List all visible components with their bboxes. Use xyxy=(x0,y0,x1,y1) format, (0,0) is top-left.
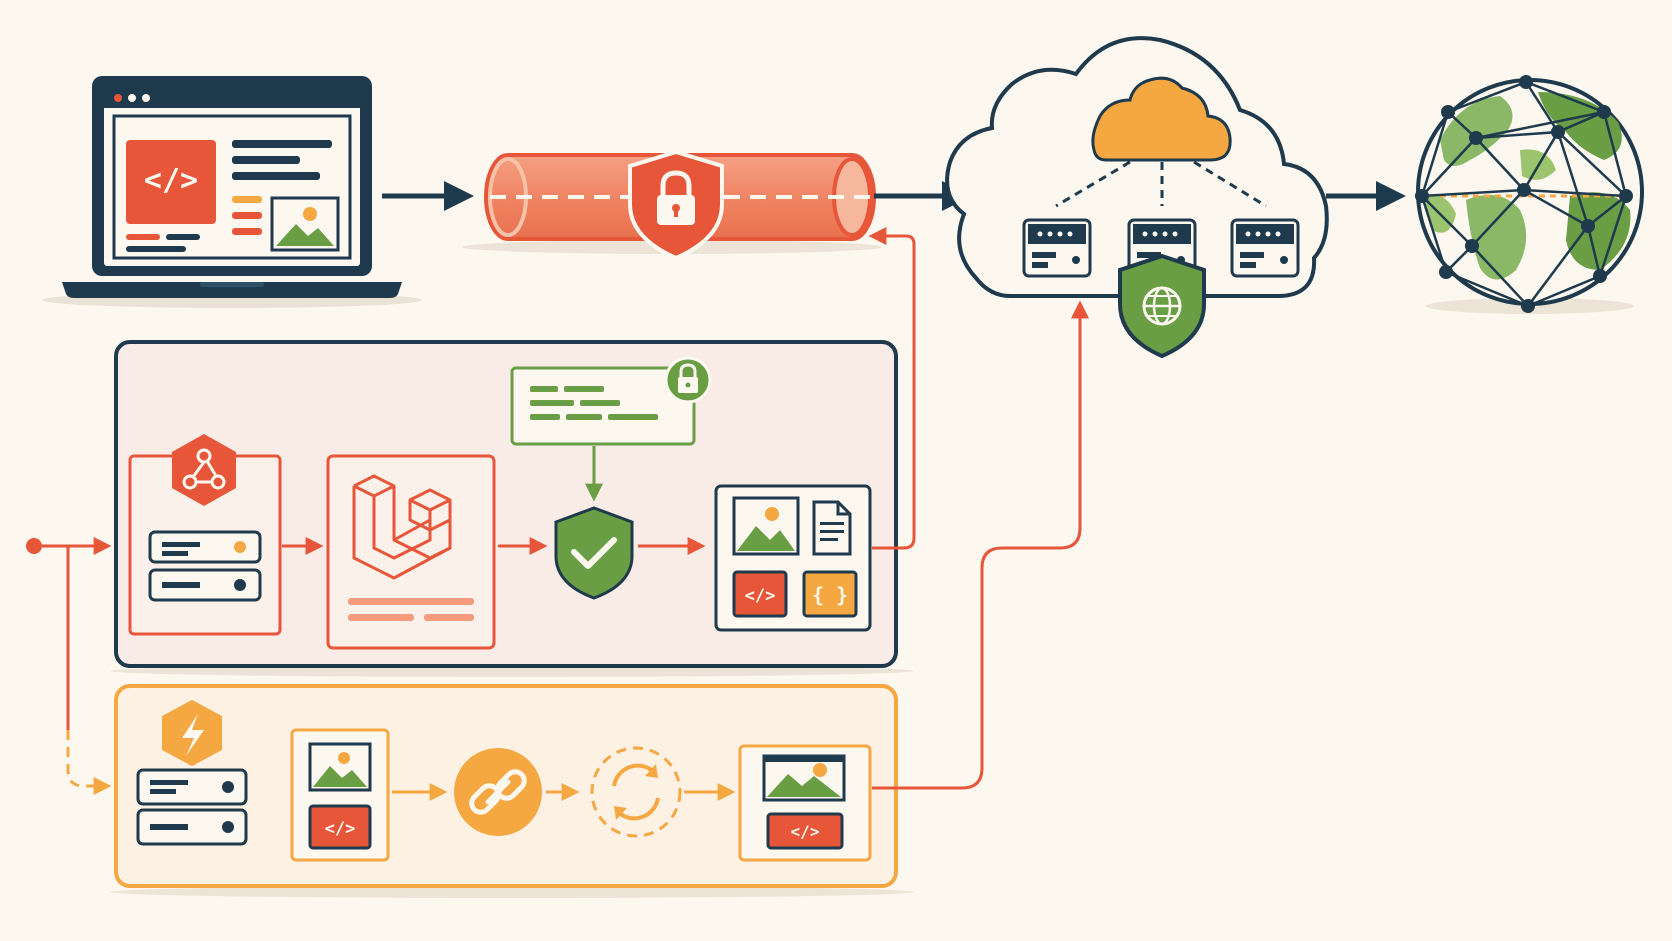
text-line xyxy=(232,196,262,203)
code-glyph: </> xyxy=(745,586,776,606)
landmass xyxy=(1466,194,1527,280)
shield-globe-icon xyxy=(1118,253,1206,359)
lightning-hexagon-icon xyxy=(162,700,222,766)
framework-logo-icon xyxy=(352,474,452,580)
server-icon xyxy=(136,768,248,846)
code-glyph: </> xyxy=(144,163,198,198)
cloud-cdn-servers xyxy=(945,36,1329,359)
code-block-icon xyxy=(126,140,216,224)
link-icon xyxy=(454,748,542,836)
cloud-link xyxy=(1193,160,1267,208)
image-icon xyxy=(270,196,340,252)
edge-worker-panel: </> </> xyxy=(110,684,914,898)
text-line xyxy=(348,614,414,621)
lock-badge-icon xyxy=(664,356,712,404)
document-icon xyxy=(812,500,852,556)
image-icon xyxy=(762,754,846,802)
browser-dot-icon xyxy=(114,94,122,102)
code-glyph: </> xyxy=(325,819,356,839)
landmass xyxy=(1440,96,1513,166)
landmass xyxy=(1566,192,1631,270)
image-icon xyxy=(732,496,800,556)
fallback-dashed-arrow xyxy=(66,730,112,795)
browser-bar xyxy=(104,88,360,108)
text-line xyxy=(232,156,300,164)
panel-shadow xyxy=(110,886,914,898)
text-line xyxy=(348,598,474,605)
network-nodes xyxy=(1415,75,1633,313)
text-line xyxy=(232,228,262,235)
cloud-link xyxy=(1055,160,1131,208)
panel-frame xyxy=(114,340,898,668)
code-file-icon xyxy=(766,812,844,850)
text-line xyxy=(166,234,200,240)
global-network xyxy=(1415,75,1644,314)
small-cloud-icon xyxy=(1091,76,1232,162)
text-line xyxy=(232,212,262,219)
sync-refresh-icon xyxy=(590,746,682,838)
edge-to-cloud-route xyxy=(872,314,1082,790)
encrypted-tunnel xyxy=(462,149,882,261)
origin-app-panel: </> { } xyxy=(110,340,914,677)
signed-token-card xyxy=(510,366,696,446)
laptop-notch xyxy=(200,282,264,287)
text-line xyxy=(232,140,332,148)
laptop-browser: </> xyxy=(42,76,422,308)
braces-glyph: { } xyxy=(812,583,848,607)
code-file-icon xyxy=(308,804,372,850)
image-icon xyxy=(308,742,372,792)
code-file-icon xyxy=(732,570,788,618)
browser-dot-icon xyxy=(128,94,136,102)
entry-point-icon xyxy=(26,538,42,554)
server-icon xyxy=(1230,218,1300,278)
shield-check-icon xyxy=(554,506,634,600)
server-icon xyxy=(1022,218,1092,278)
text-line xyxy=(232,172,320,180)
text-line xyxy=(424,614,474,621)
code-glyph: </> xyxy=(791,822,820,841)
text-line xyxy=(126,246,186,252)
shield-lock-icon xyxy=(628,149,724,261)
webhook-hexagon-icon xyxy=(172,434,236,506)
json-file-icon xyxy=(802,570,858,618)
browser-dot-icon xyxy=(142,94,150,102)
return-route-arrow xyxy=(868,227,916,550)
server-icon xyxy=(148,530,262,602)
text-line xyxy=(126,234,160,240)
laptop-base xyxy=(62,282,402,298)
